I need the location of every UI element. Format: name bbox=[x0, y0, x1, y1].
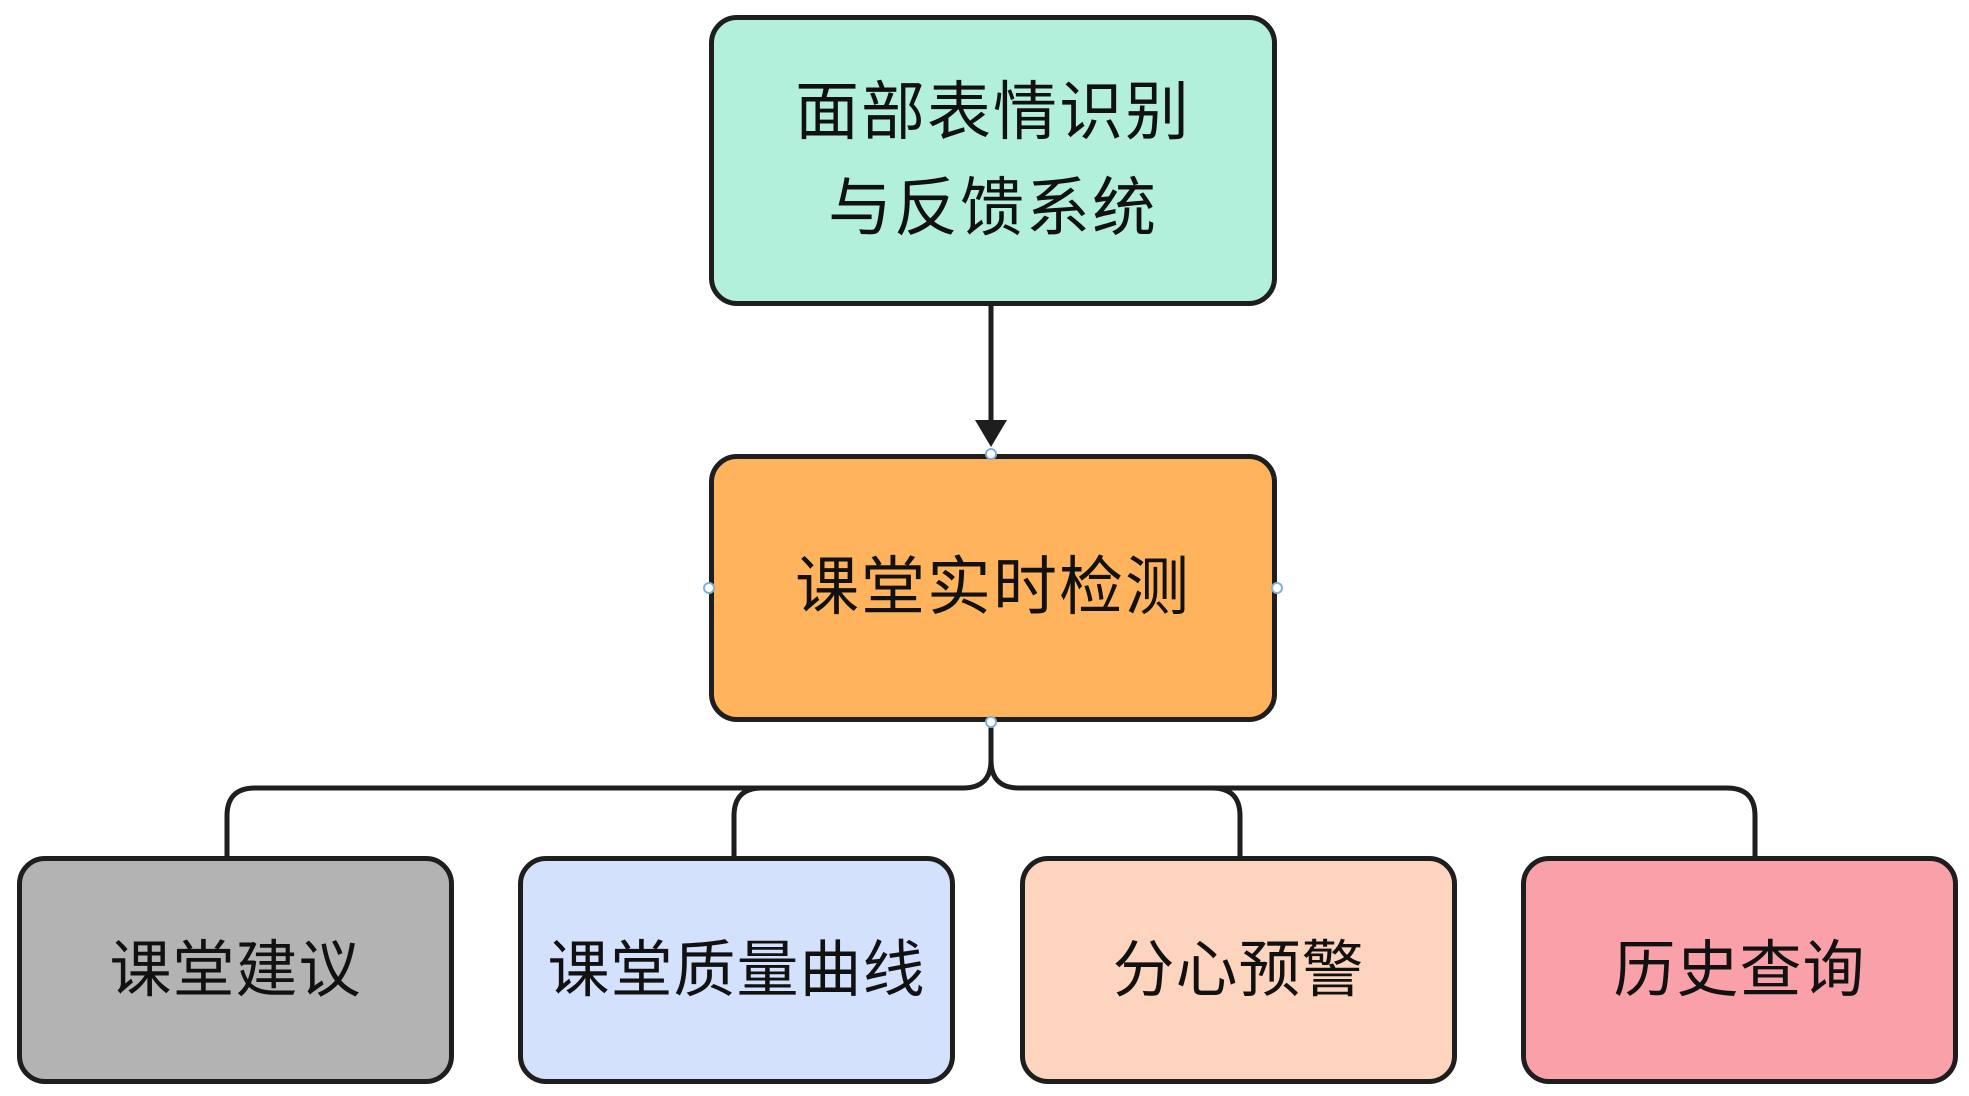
child-node-distraction-alert[interactable]: 分心预警 bbox=[1020, 856, 1457, 1084]
child-node-label: 历史查询 bbox=[1613, 933, 1866, 1006]
connection-handle-bottom[interactable] bbox=[985, 716, 997, 728]
middle-node-label: 课堂实时检测 bbox=[795, 551, 1191, 625]
child-node-classroom-advice[interactable]: 课堂建议 bbox=[17, 856, 454, 1084]
edge-middle-trunk-right bbox=[988, 759, 1020, 791]
child-node-label: 课堂建议 bbox=[109, 933, 362, 1006]
arrowhead-icon bbox=[975, 420, 1007, 447]
child-node-history-query[interactable]: 历史查询 bbox=[1521, 856, 1958, 1084]
middle-node[interactable]: 课堂实时检测 bbox=[709, 454, 1277, 722]
connection-handle-left[interactable] bbox=[703, 582, 715, 594]
child-node-label: 课堂质量曲线 bbox=[547, 933, 926, 1006]
edge-to-child-4 bbox=[1019, 785, 1758, 856]
connection-handle-right[interactable] bbox=[1271, 582, 1283, 594]
edge-to-child-2 bbox=[731, 785, 963, 856]
edge-to-child-1 bbox=[224, 785, 963, 856]
edge-to-child-3 bbox=[1019, 785, 1243, 856]
edge-middle-trunk bbox=[962, 722, 994, 791]
child-node-label: 分心预警 bbox=[1112, 933, 1365, 1006]
child-node-quality-curve[interactable]: 课堂质量曲线 bbox=[518, 856, 955, 1084]
root-node[interactable]: 面部表情识别 与反馈系统 bbox=[709, 15, 1277, 306]
connection-handle-top[interactable] bbox=[985, 448, 997, 460]
root-node-label: 面部表情识别 与反馈系统 bbox=[795, 75, 1191, 246]
